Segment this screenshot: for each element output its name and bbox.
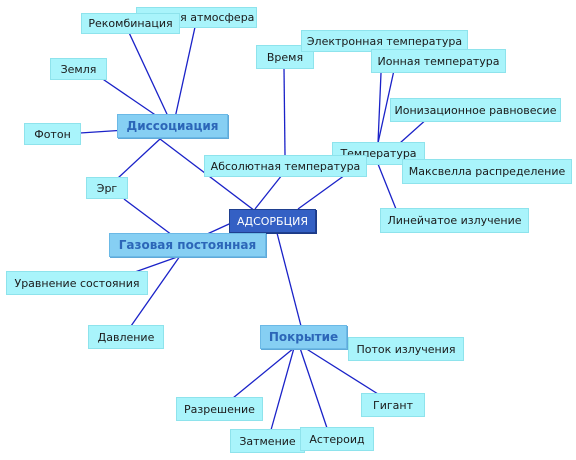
edge-absolute-temperature-time	[283, 67, 286, 156]
edge-coverage-resolution	[232, 347, 295, 399]
node-line-emission[interactable]: Линейчатое излучение	[380, 208, 529, 233]
node-recombination[interactable]: Рекомбинация	[81, 13, 180, 34]
node-radiation-flux[interactable]: Поток излучения	[348, 337, 464, 361]
node-erg[interactable]: Эрг	[86, 177, 128, 199]
node-electron-temperature[interactable]: Электронная температура	[301, 30, 468, 52]
node-giant[interactable]: Гигант	[361, 393, 425, 417]
edge-coverage-eclipse	[270, 347, 295, 431]
edge-gas-constant-state-equation	[134, 255, 181, 273]
node-pressure[interactable]: Давление	[88, 325, 164, 349]
edge-dissociation-upper-atmosphere	[172, 17, 198, 128]
node-ion-temperature[interactable]: Ионная температура	[371, 49, 506, 73]
node-state-equation[interactable]: Уравнение состояния	[6, 271, 148, 295]
node-adsorption[interactable]: АДСОРБЦИЯ	[229, 209, 316, 233]
edge-center-absolute-temperature	[254, 174, 283, 210]
edge-center-coverage	[276, 232, 302, 327]
edge-coverage-asteroid	[299, 347, 328, 429]
node-absolute-temperature[interactable]: Абсолютная температура	[204, 155, 367, 177]
node-asteroid[interactable]: Астероид	[300, 427, 374, 451]
node-earth[interactable]: Земля	[50, 58, 107, 80]
edge-temperature-line-emission	[377, 163, 397, 210]
edge-dissociation-recombination	[124, 23, 174, 128]
edge-gas-constant-pressure	[130, 255, 181, 327]
node-photon[interactable]: Фотон	[24, 123, 81, 145]
edge-coverage-giant	[304, 347, 379, 395]
node-eclipse[interactable]: Затмение	[230, 429, 305, 453]
node-gas-constant[interactable]: Газовая постоянная	[109, 233, 266, 257]
node-dissociation[interactable]: Диссоциация	[117, 114, 228, 138]
edge-temperature-ion-temperature	[377, 72, 382, 144]
node-coverage[interactable]: Покрытие	[260, 325, 347, 349]
edge-erg-gas-constant	[123, 198, 173, 236]
edge-dissociation-erg	[117, 138, 161, 179]
node-resolution[interactable]: Разрешение	[176, 397, 263, 421]
node-ionization-equilibrium[interactable]: Ионизационное равновесие	[390, 98, 561, 122]
node-maxwell-distribution[interactable]: Максвелла распределение	[402, 159, 572, 184]
